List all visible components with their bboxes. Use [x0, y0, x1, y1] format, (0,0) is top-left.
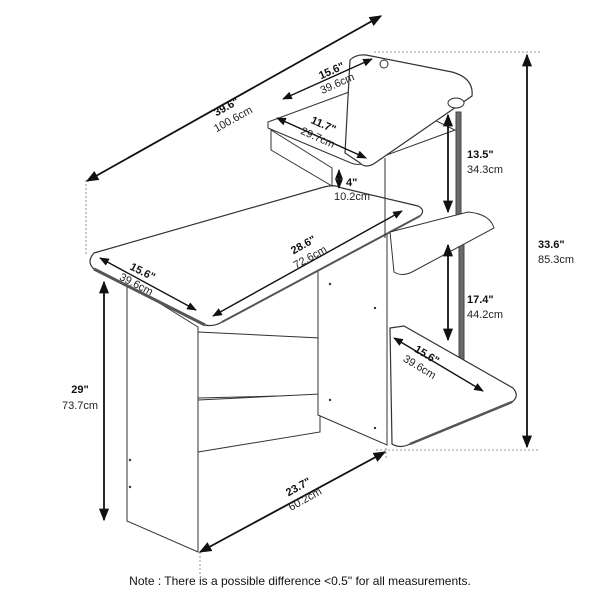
base-width-arrow — [198, 451, 387, 553]
lower-shelf-gap-in: 17.4" — [467, 294, 494, 306]
monitor-stand-height-in: 4" — [346, 177, 357, 189]
overall-width-arrow — [85, 15, 383, 182]
desk-height-cm: 73.7cm — [62, 400, 98, 412]
left-side-panel — [126, 282, 199, 553]
lower-shelf-gap-cm: 44.2cm — [467, 309, 503, 321]
upper-shelf-gap-cm: 34.3cm — [467, 164, 503, 176]
upper-shelf-gap-in: 13.5" — [467, 149, 494, 161]
dimension-arrows — [85, 15, 533, 553]
cable-hole-icon-2 — [447, 97, 465, 109]
top-shelf-board — [344, 54, 473, 167]
desk-width-arrow — [212, 210, 403, 317]
bottom-shelf-board — [389, 325, 517, 448]
overall-height-in: 33.6" — [538, 239, 565, 251]
monitor-stand-height-cm: 10.2cm — [334, 191, 370, 203]
cable-hole-icon — [379, 59, 389, 69]
shelf-top-depth-arrow — [282, 58, 373, 100]
front-panel-lower — [197, 393, 321, 453]
measurement-note: Note : There is a possible difference <0… — [129, 574, 471, 588]
overall-height-cm: 85.3cm — [538, 254, 574, 266]
monitor-stand-width-arrow — [276, 117, 367, 159]
support-pole-upper — [455, 111, 462, 223]
bottom-shelf-depth-arrow — [393, 337, 484, 392]
desk-depth-arrow — [99, 257, 197, 311]
support-pole-lower — [458, 237, 465, 374]
front-panel-upper — [197, 331, 321, 399]
desk-height-in: 29" — [71, 384, 88, 396]
